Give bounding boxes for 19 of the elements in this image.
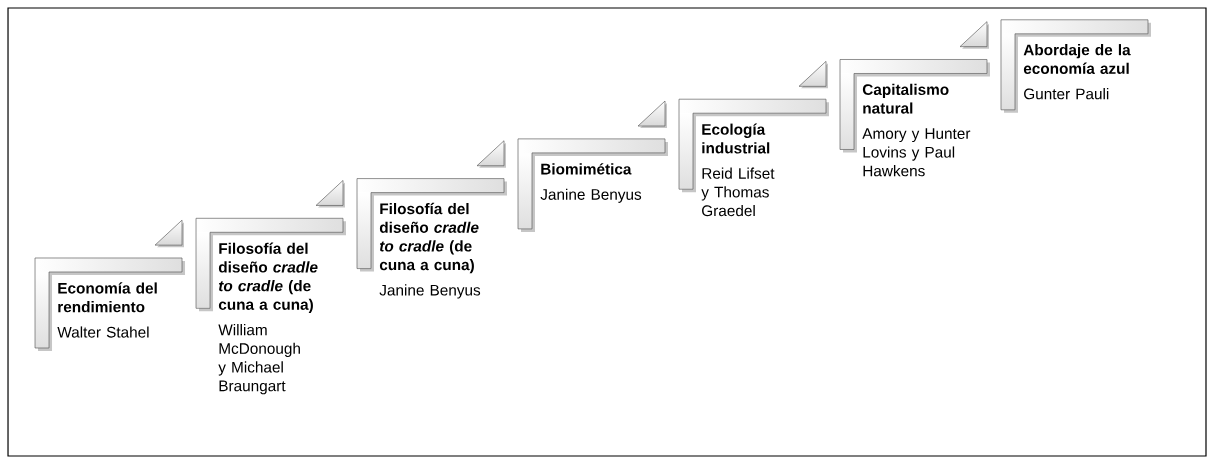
step-arrow <box>959 21 989 49</box>
step-arrow <box>637 100 667 129</box>
step-arrow <box>476 140 506 168</box>
node-label: Hawkens <box>863 165 925 177</box>
step-arrow <box>315 180 345 208</box>
step-bracket: Economía del rendimiento Walter Stahel <box>34 257 185 351</box>
step-bracket: Filosofía del diseño cradle to cradle (de cuna a cuna) Janine Benyus <box>356 178 507 299</box>
node-label: Janine Benyus <box>379 284 481 299</box>
node-label: William McDonough y Michael Braungart <box>218 324 300 395</box>
node-label: Biomimética <box>541 163 632 175</box>
step-arrow <box>154 219 184 248</box>
step-bracket: Biomimética Janine Benyus <box>517 138 668 232</box>
step-bracket: Ecología industrial Reid Lifset y Thomas Graedel <box>678 98 829 217</box>
step-bracket: Filosofía del diseño cradle to cradle (de cuna a cuna) William McDonough y Michael Braungart <box>195 217 346 395</box>
step-bracket: Capitalismo natural Amory y Hunter Lovins y Paul Hawkens <box>839 59 990 177</box>
node-label: Janine Benyus <box>540 188 642 203</box>
step-arrow <box>798 61 828 89</box>
node-label: Graedel <box>702 204 755 217</box>
step-bracket: Abordaje de la economía azul Gunter Pauli <box>1000 19 1151 113</box>
